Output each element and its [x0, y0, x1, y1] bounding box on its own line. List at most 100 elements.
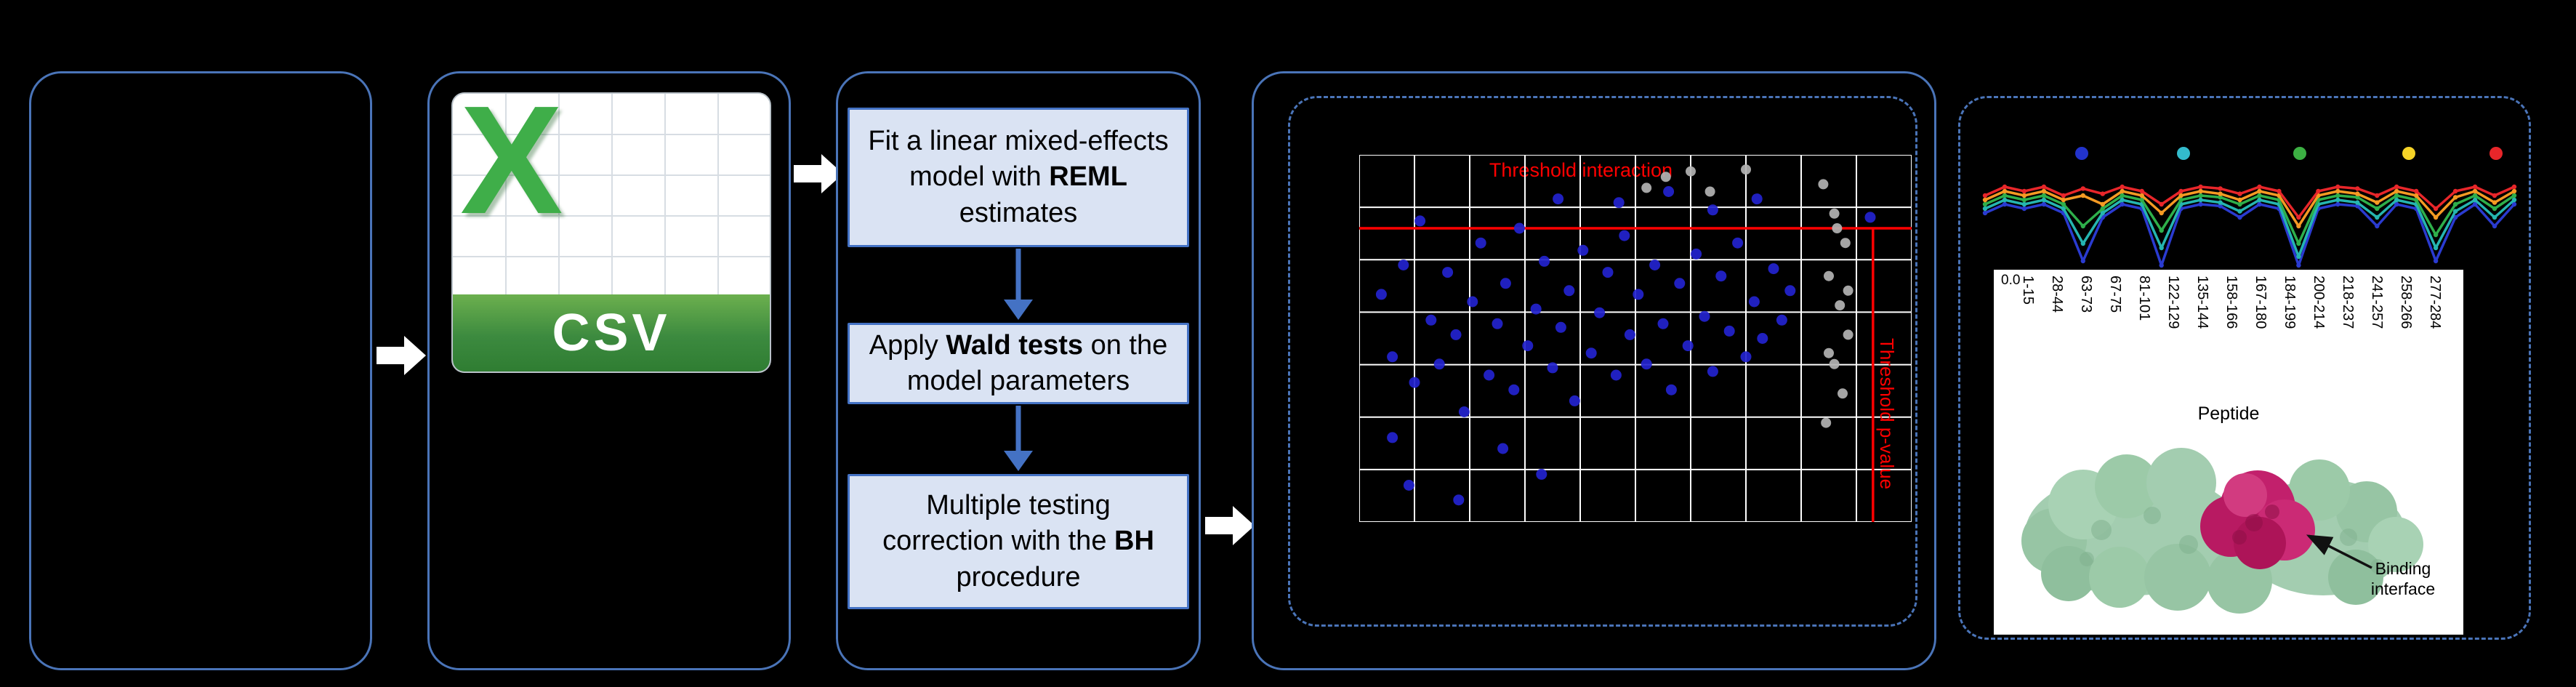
uptake-series-marker — [2100, 201, 2105, 207]
peptide-tick-label: 218-237 — [2340, 276, 2356, 329]
scatter-point — [1704, 186, 1715, 197]
scatter-point — [1641, 358, 1652, 370]
scatter-point — [1475, 237, 1486, 249]
uptake-series-marker — [2159, 210, 2164, 216]
uptake-series-marker — [2120, 184, 2125, 190]
uptake-series-marker — [2061, 197, 2066, 203]
scatter-point — [1740, 351, 1752, 363]
scatter-point — [1539, 255, 1550, 267]
uptake-series-marker — [2257, 193, 2262, 198]
scatter-point — [1674, 278, 1686, 289]
uptake-series-marker — [2433, 258, 2439, 264]
scatter-point — [1707, 204, 1718, 216]
scatter-point — [1838, 388, 1848, 399]
uptake-series-marker — [2159, 228, 2164, 233]
scatter-point — [1699, 310, 1710, 322]
uptake-series-marker — [1982, 210, 1988, 216]
spreadsheet-grid-icon — [453, 94, 770, 297]
uptake-series-marker — [2198, 197, 2203, 203]
peptide-tick-label: 167-180 — [2253, 276, 2269, 329]
scatter-point — [1555, 321, 1566, 333]
peptide-tick-label: 67-75 — [2107, 276, 2123, 313]
scatter-point — [1768, 263, 1779, 275]
scatter-point — [1375, 289, 1387, 300]
scatter-point — [1741, 164, 1751, 175]
scatter-point — [1624, 329, 1635, 340]
uptake-series-marker — [2100, 210, 2105, 216]
uptake-series-marker — [2002, 193, 2008, 198]
uptake-series-marker — [2139, 193, 2144, 198]
uptake-series-marker — [2296, 214, 2301, 220]
step-text: Multiple testing correction with the BH … — [882, 489, 1154, 592]
scatter-point — [1641, 182, 1652, 193]
uptake-series-marker — [2080, 241, 2085, 246]
uptake-series-marker — [2433, 245, 2439, 251]
uptake-series-marker — [2237, 214, 2242, 220]
scatter-point — [1442, 267, 1454, 278]
uptake-series-marker — [2492, 206, 2497, 212]
uptake-series-marker — [2335, 188, 2340, 194]
flow-arrow-icon — [794, 154, 843, 193]
uptake-series-marker — [2120, 193, 2125, 198]
peptide-tick-label: 122-129 — [2165, 276, 2181, 329]
uptake-series-marker — [2511, 201, 2517, 207]
legend-dot-icon — [2075, 147, 2088, 160]
scatter-point — [1403, 480, 1414, 491]
uptake-series-marker — [2178, 193, 2183, 198]
uptake-series-marker — [2296, 254, 2301, 260]
scatter-point — [1594, 307, 1606, 318]
scatter-point — [1829, 358, 1840, 369]
uptake-series-marker — [2492, 223, 2497, 229]
scatter-point — [1398, 260, 1409, 270]
binding-interface-label: Binding interface — [2370, 559, 2436, 598]
uptake-series-marker — [2080, 193, 2085, 198]
uptake-series-marker — [2041, 201, 2047, 207]
scatter-point — [1585, 347, 1597, 359]
uptake-series-marker — [2159, 245, 2164, 251]
uptake-series-marker — [2080, 186, 2085, 191]
scatter-point — [1497, 443, 1509, 454]
uptake-series-marker — [2218, 200, 2223, 205]
y-axis-tick: 0.0 — [2001, 273, 2021, 288]
uptake-series-marker — [2375, 193, 2380, 198]
uptake-series-marker — [2355, 191, 2360, 196]
uptake-series-marker — [2002, 188, 2008, 194]
uptake-series-marker — [2355, 200, 2360, 205]
scatter-point — [1458, 406, 1470, 417]
uptake-series-marker — [1982, 206, 1988, 212]
scatter-point — [1663, 186, 1675, 197]
uptake-series-marker — [2198, 184, 2203, 190]
uptake-series-marker — [2120, 197, 2125, 203]
uptake-series-marker — [2257, 197, 2262, 203]
uptake-series-marker — [2492, 200, 2497, 205]
volcano-scatter-plot — [1359, 155, 1912, 522]
legend-dot-icon — [2293, 147, 2306, 160]
scatter-point — [1425, 314, 1437, 326]
uptake-series-marker — [2511, 188, 2517, 194]
scatter-point — [1613, 197, 1625, 209]
scatter-point — [1450, 329, 1462, 340]
uptake-series-marker — [2296, 241, 2301, 246]
uptake-series-marker — [2021, 206, 2027, 212]
uptake-series-marker — [2511, 197, 2517, 203]
uptake-series-marker — [2492, 193, 2497, 198]
uptake-series-marker — [2492, 214, 2497, 220]
uptake-series-marker — [2061, 201, 2066, 207]
uptake-series-marker — [2061, 193, 2066, 198]
scatter-point — [1748, 296, 1760, 308]
uptake-series-marker — [2120, 188, 2125, 194]
uptake-series-marker — [2511, 193, 2517, 198]
scatter-point — [1665, 384, 1677, 395]
scatter-point — [1522, 340, 1534, 352]
panel-raw-data — [29, 71, 372, 670]
uptake-line-chart — [1982, 147, 2517, 268]
scatter-point — [1433, 358, 1445, 370]
scatter-point — [1500, 278, 1511, 289]
uptake-series-marker — [2002, 197, 2008, 203]
uptake-series-line — [1984, 190, 2515, 228]
uptake-series-marker — [2257, 184, 2262, 190]
binding-pointer-arrow — [2306, 534, 2372, 569]
scatter-point — [1686, 166, 1696, 177]
uptake-series-marker — [1982, 197, 1988, 203]
